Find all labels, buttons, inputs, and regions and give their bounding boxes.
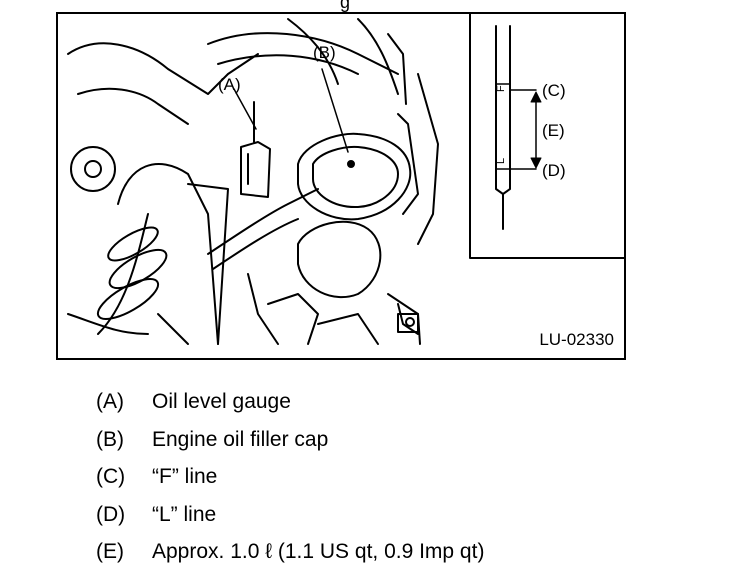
legend-key: (E) (96, 540, 124, 563)
legend-text: Engine oil filler cap (152, 427, 329, 451)
label-c: (C) (542, 81, 566, 100)
legend-key: (B) (96, 427, 124, 451)
legend-key: (C) (96, 465, 126, 488)
legend-text: “F” line (152, 465, 218, 488)
label-e: (E) (542, 121, 565, 140)
legend-key: (D) (96, 502, 126, 526)
legend-text: “L” line (152, 502, 217, 526)
dipstick-f-mark: F (495, 85, 507, 92)
legend-key: (A) (96, 390, 124, 413)
label-b: (B) (313, 43, 336, 62)
cropped-heading-fragment: g (340, 0, 351, 12)
label-a: (A) (218, 75, 241, 94)
figure-id: LU-02330 (539, 330, 614, 349)
engine-line-drawing (67, 14, 624, 345)
label-d: (D) (542, 161, 566, 180)
legend-text: Oil level gauge (152, 390, 291, 413)
dipstick-l-mark: L (495, 157, 507, 164)
engine-figure: (A) (B) (C) (E) (D) F L LU-02330 (56, 12, 626, 360)
legend-text: Approx. 1.0 ℓ (1.1 US qt, 0.9 Imp qt) (152, 540, 485, 563)
